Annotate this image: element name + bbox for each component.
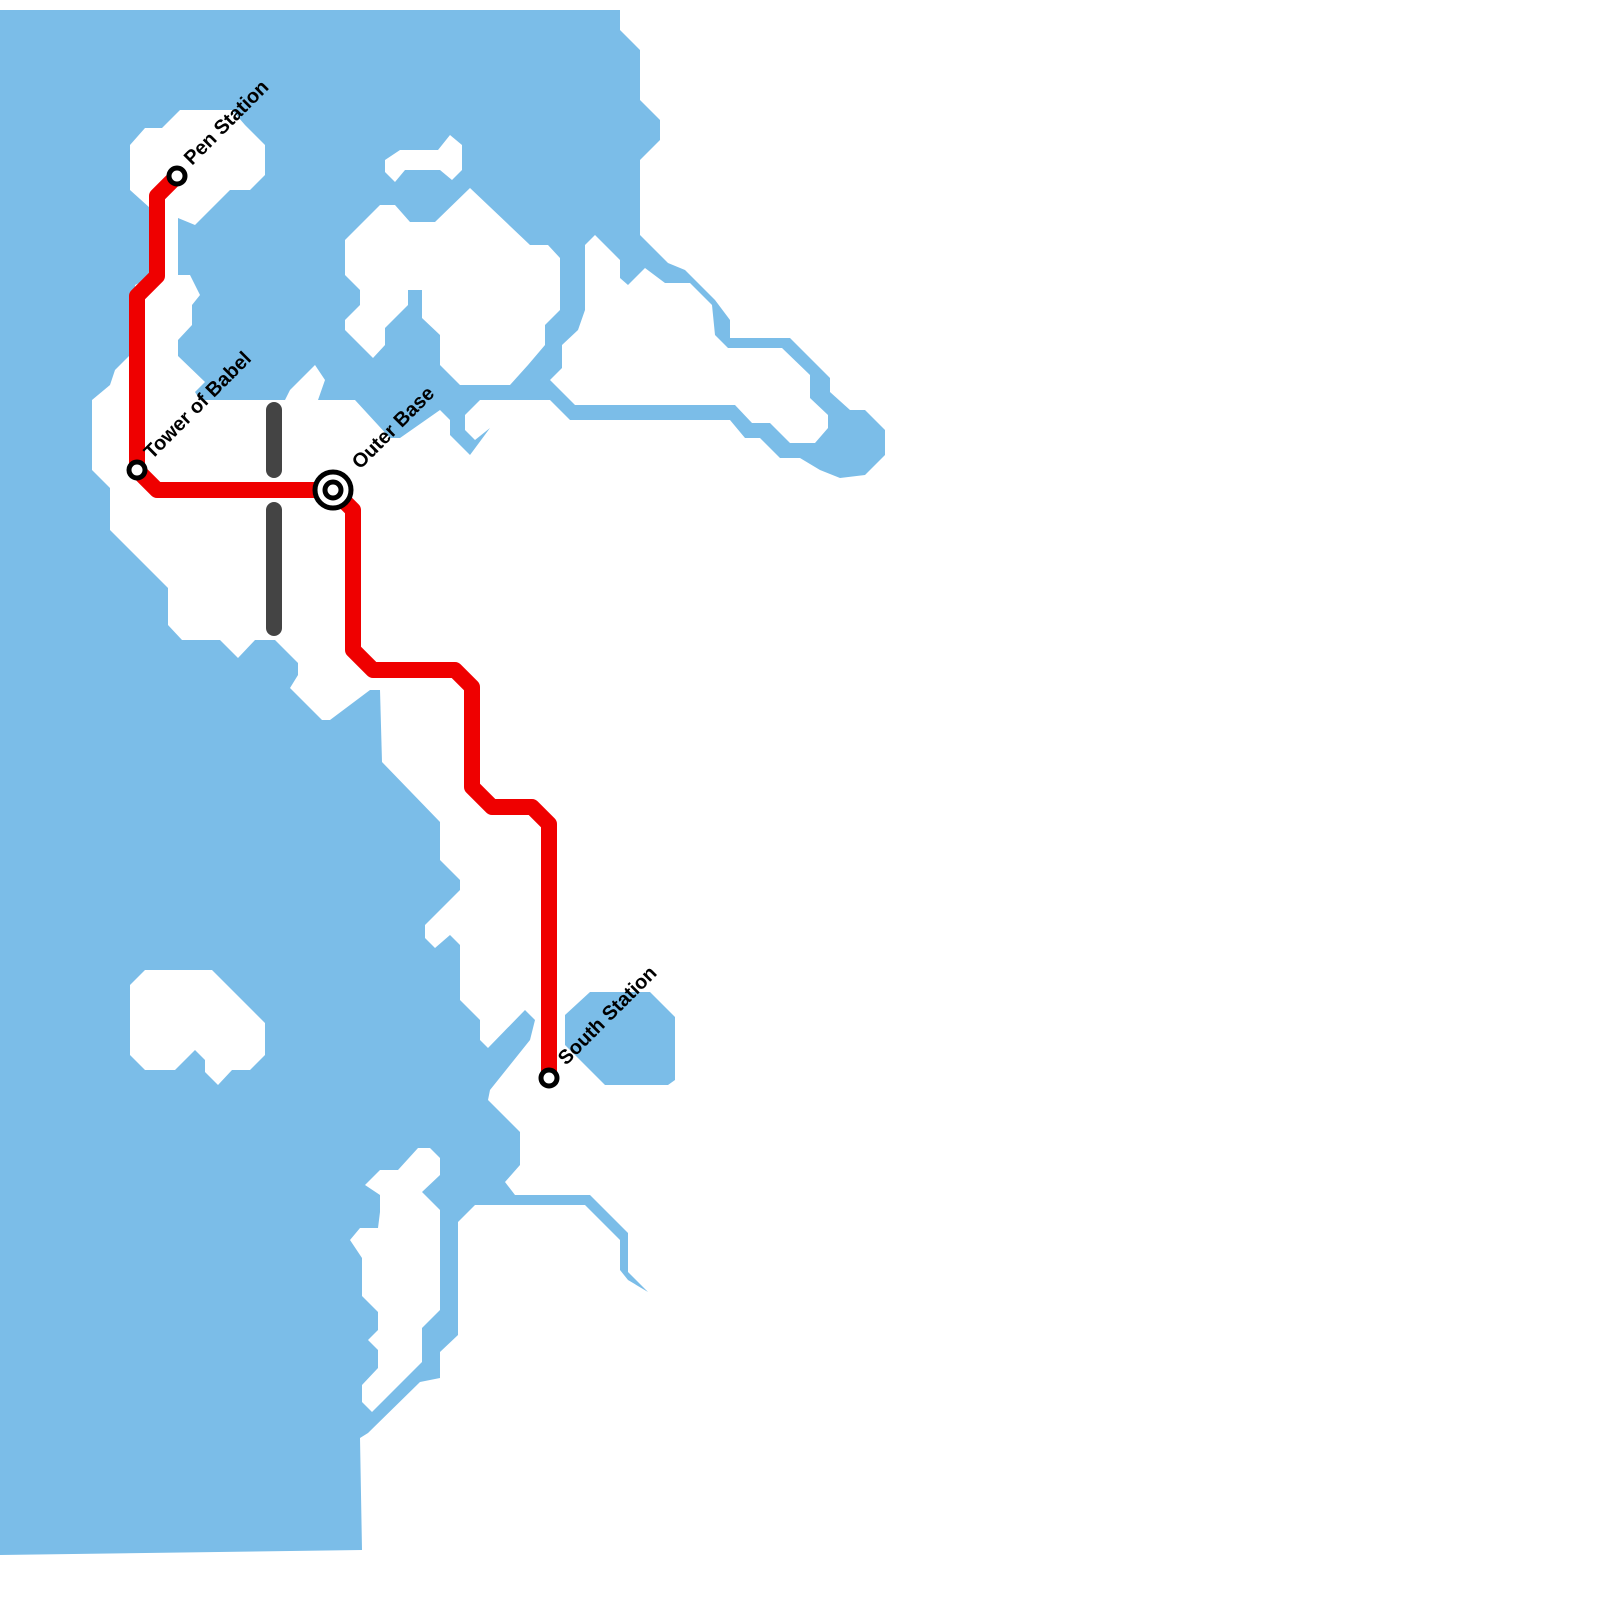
west-pocket-land — [130, 970, 265, 1085]
north-bay-land-2 — [385, 135, 462, 182]
south-coast-land — [350, 1148, 440, 1412]
station-marker[interactable] — [166, 165, 188, 187]
red-line[interactable] — [129, 168, 557, 1086]
south-lagoon — [565, 992, 675, 1085]
station-marker[interactable] — [538, 1067, 560, 1089]
land-area — [130, 135, 828, 1412]
station-marker[interactable] — [126, 459, 148, 481]
east-inlet-land — [550, 235, 828, 443]
interchange-inner — [322, 479, 344, 501]
north-bay-land — [345, 188, 560, 385]
